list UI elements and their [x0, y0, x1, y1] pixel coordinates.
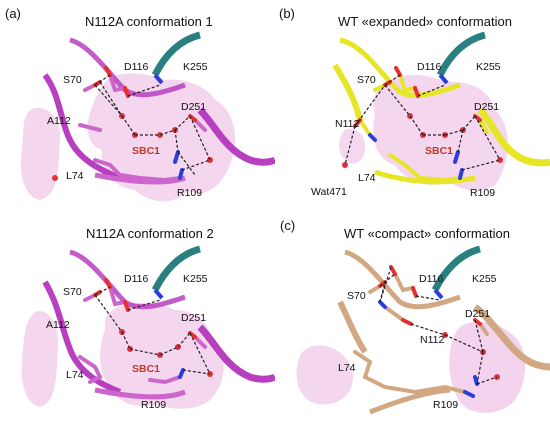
- magenta-ribbon-left: [42, 73, 122, 181]
- wheat-ribbon-top: [344, 249, 461, 310]
- d116-sidechain: [108, 285, 127, 307]
- residue-label-d116: D116: [124, 273, 149, 285]
- panel-b-structure: [332, 31, 550, 191]
- residue-label-l74: L74: [338, 362, 356, 374]
- residue-label-k255: K255: [183, 61, 208, 73]
- teal-ribbon: [431, 245, 482, 292]
- panel-title: N112A conformation 1: [85, 14, 213, 29]
- panel-label: (a): [5, 6, 21, 21]
- yellow-ribbon-left: [332, 63, 363, 121]
- panel-b-expanded: (b) WT «expanded» conformation S70 D116 …: [275, 0, 550, 211]
- wheat-ribbon-left: [337, 300, 368, 354]
- residue-label-r109: R109: [177, 187, 203, 199]
- teal-ribbon: [151, 245, 202, 292]
- residue-label-d116: D116: [417, 61, 442, 73]
- residue-label-s70: S70: [347, 290, 366, 302]
- n112-sidechain: [358, 118, 372, 137]
- magenta-ribbon-right: [197, 107, 275, 166]
- side-surface-left: [296, 345, 353, 405]
- d251-sidechain: [193, 118, 207, 132]
- residue-label-l74: L74: [66, 369, 84, 381]
- magenta-ribbon-left: [42, 280, 122, 395]
- residue-label-d251: D251: [465, 308, 491, 320]
- panel-label: (b): [279, 6, 295, 21]
- yellow-ribbon-bottom: [374, 169, 476, 185]
- r109-sidechain: [138, 176, 182, 183]
- yellow-ribbon-top: [339, 37, 461, 98]
- d251-sidechain: [478, 322, 489, 336]
- residue-label-s70: S70: [63, 286, 82, 298]
- magenta-ribbon-right: [197, 324, 275, 383]
- residue-label-wat471: Wat471: [311, 186, 347, 198]
- d116-sidechain: [393, 272, 415, 293]
- residue-label-a112: A112: [47, 115, 71, 127]
- residue-label-a112: A112: [46, 319, 70, 331]
- panel-label: (c): [280, 218, 296, 233]
- panel-title: WT «expanded» conformation: [338, 14, 512, 29]
- site-label-sbc1: SBC1: [132, 363, 161, 375]
- yellow-ribbon-right: [477, 107, 550, 167]
- a112-sidechain: [78, 123, 102, 132]
- panel-c-compact: (c) WT «compact» conformation S70 D116 K…: [275, 212, 550, 423]
- side-surface-left: [20, 107, 61, 200]
- residue-label-d251: D251: [181, 101, 207, 113]
- panel-a-conformation-2: N112A conformation 2 S70 D116 K255 D251 …: [0, 212, 275, 423]
- site-label-sbc1: SBC1: [425, 145, 454, 157]
- residue-label-r109: R109: [470, 187, 496, 199]
- panel-c-structure: [296, 245, 550, 415]
- residue-label-k255: K255: [476, 61, 501, 73]
- residue-label-k255: K255: [183, 273, 208, 285]
- l74-sidechain: [78, 355, 103, 384]
- d116-sidechain: [108, 73, 127, 93]
- d251-sidechain: [478, 118, 489, 134]
- d251-sidechain: [193, 335, 207, 349]
- wheat-ribbon-right: [472, 304, 550, 371]
- r109-sidechain: [383, 384, 467, 395]
- r109-sidechain: [418, 176, 462, 183]
- l74-sidechain: [353, 350, 387, 389]
- l74-sidechain: [93, 158, 142, 180]
- d116-sidechain: [398, 73, 417, 93]
- residue-label-n112: N112: [335, 118, 360, 130]
- residue-label-r109: R109: [433, 399, 459, 411]
- teal-ribbon: [151, 31, 201, 77]
- magenta-ribbon-bottom: [94, 387, 186, 400]
- site-label-sbc1: SBC1: [132, 145, 161, 157]
- wheat-ribbon-bottom: [369, 387, 451, 415]
- panel-a-structure: [20, 31, 275, 202]
- panel-a-conformation-1: (a) N112A conformation 1 S70 D116 K255 D…: [0, 0, 275, 211]
- residue-label-d251: D251: [474, 101, 500, 113]
- residue-label-l74: L74: [66, 170, 84, 182]
- residue-label-n112: N112: [420, 334, 445, 346]
- residue-label-l74: L74: [358, 172, 376, 184]
- residue-label-s70: S70: [357, 74, 376, 86]
- side-surface-left: [339, 128, 366, 164]
- residue-label-k255: K255: [472, 273, 497, 285]
- panel-a2-structure: [21, 245, 275, 409]
- panel-title: N112A conformation 2: [86, 226, 214, 241]
- r109-sidechain: [148, 375, 182, 385]
- residue-label-r109: R109: [141, 399, 167, 411]
- residue-label-d116: D116: [419, 273, 444, 285]
- l74-sidechain: [388, 153, 422, 180]
- residue-label-d251: D251: [181, 312, 207, 324]
- panel-title: WT «compact» conformation: [344, 226, 510, 241]
- residue-label-d116: D116: [124, 61, 149, 73]
- teal-ribbon: [436, 31, 486, 77]
- cavity-surface: [373, 74, 508, 191]
- residue-label-s70: S70: [63, 74, 82, 86]
- n112-sidechain: [383, 305, 405, 322]
- side-surface-left: [21, 311, 59, 407]
